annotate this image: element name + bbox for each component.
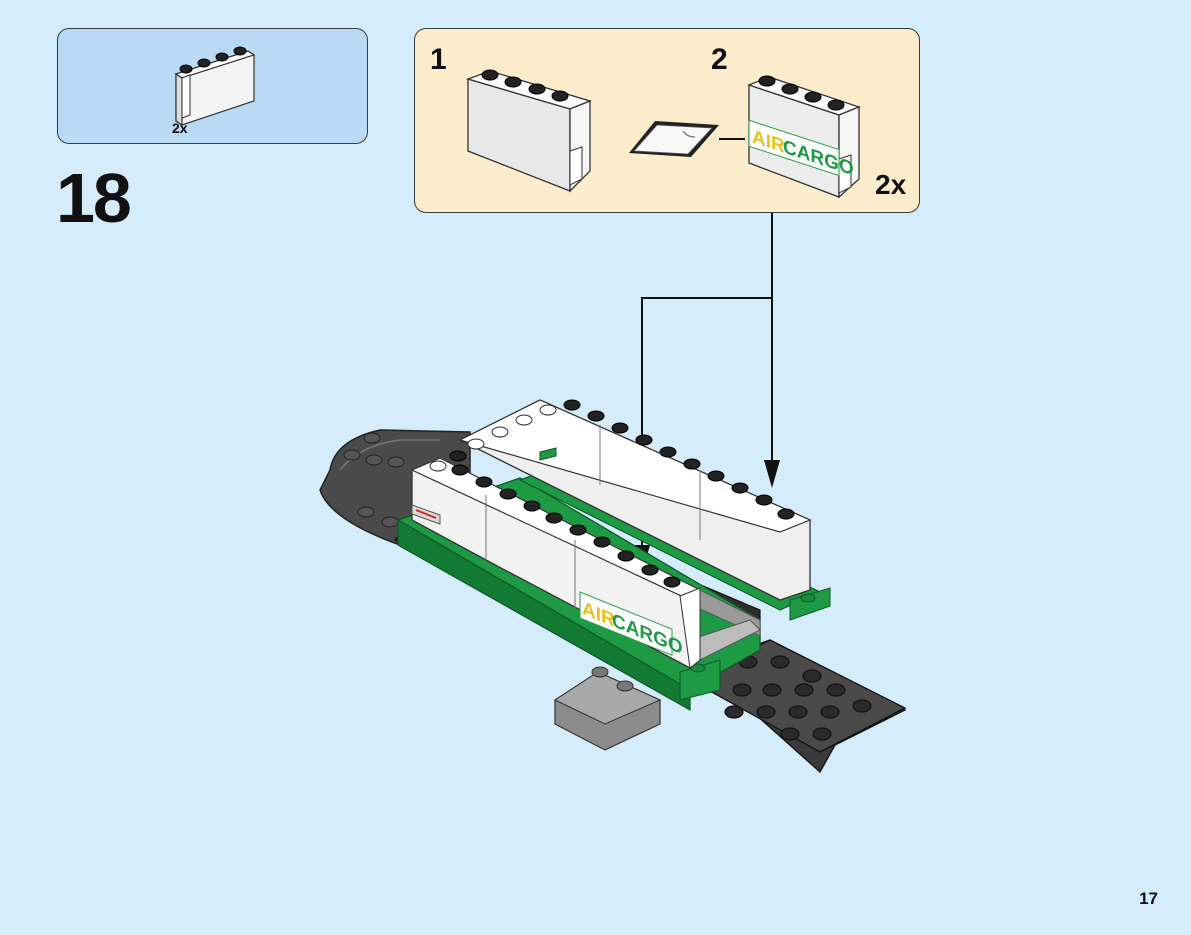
page-number: 17 bbox=[1139, 889, 1158, 909]
